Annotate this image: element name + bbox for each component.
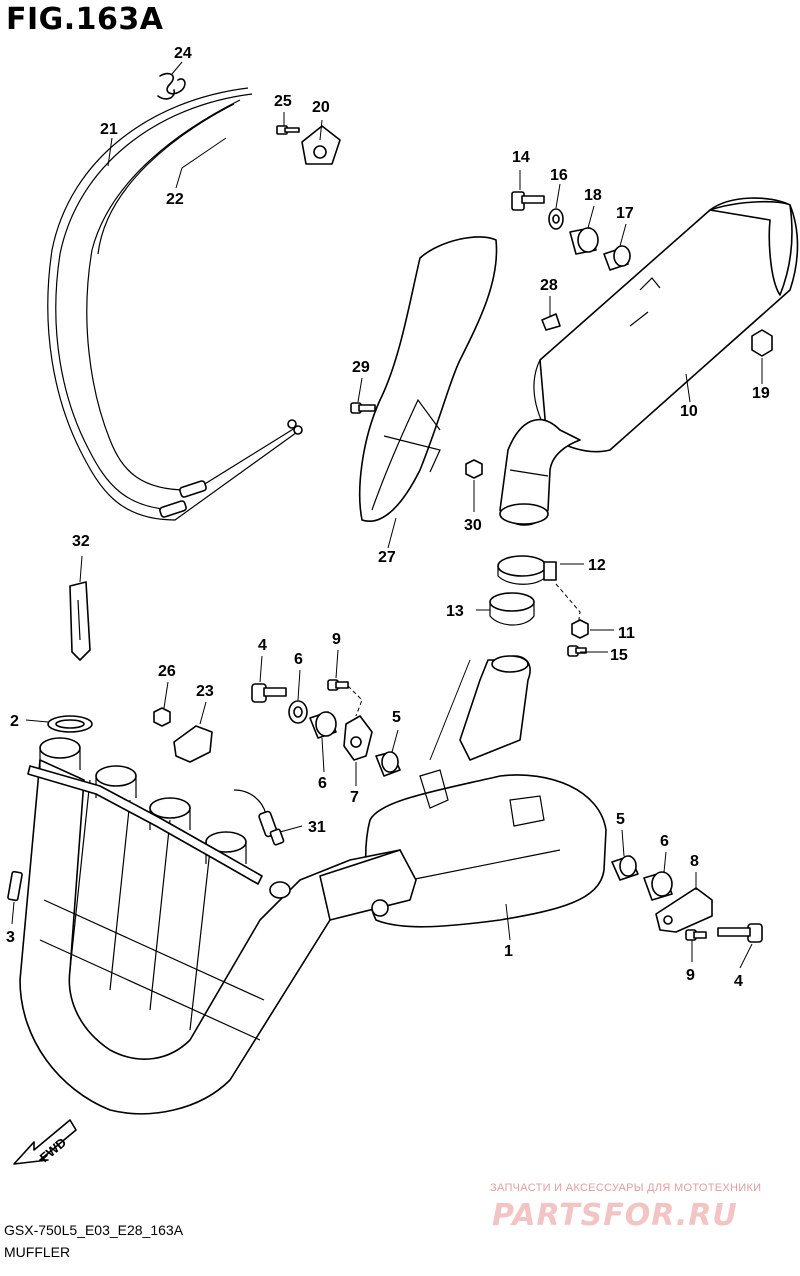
callout-6-mid: 6 bbox=[318, 775, 327, 792]
bolt-15 bbox=[567, 645, 587, 657]
callout-12: 12 bbox=[588, 557, 606, 574]
muffler-10 bbox=[533, 197, 799, 453]
collar-5-right bbox=[611, 855, 639, 881]
bolt-29 bbox=[350, 402, 376, 414]
callout-1: 1 bbox=[504, 943, 513, 960]
clamp-12 bbox=[497, 555, 557, 585]
callout-10: 10 bbox=[680, 403, 698, 420]
leader-lines bbox=[11, 61, 763, 969]
fwd-arrow-icon: FWD bbox=[13, 1119, 77, 1165]
bush-6-left bbox=[309, 711, 337, 739]
nut-19 bbox=[751, 329, 773, 357]
callout-5-left: 5 bbox=[392, 709, 401, 726]
callout-21: 21 bbox=[100, 121, 118, 138]
callout-16: 16 bbox=[550, 167, 568, 184]
gasket-13 bbox=[489, 592, 535, 626]
model-code: GSX-750L5_E03_E28_163A bbox=[4, 1222, 184, 1238]
collar-5-left bbox=[375, 751, 401, 777]
cable-21 bbox=[47, 87, 301, 521]
cable-22 bbox=[86, 99, 303, 518]
nut-11 bbox=[571, 619, 589, 639]
bolt-25 bbox=[276, 125, 300, 135]
callout-28: 28 bbox=[540, 277, 558, 294]
callout-5-right: 5 bbox=[616, 811, 625, 828]
oxygen-sensor-31 bbox=[233, 789, 285, 846]
figure-title: FIG.163A bbox=[6, 2, 164, 37]
callout-19: 19 bbox=[752, 385, 770, 402]
callout-13: 13 bbox=[446, 603, 464, 620]
bracket-20 bbox=[301, 125, 341, 165]
callout-23: 23 bbox=[196, 683, 214, 700]
callout-4-left: 4 bbox=[258, 637, 267, 654]
callout-32: 32 bbox=[72, 533, 90, 550]
nut-26 bbox=[153, 707, 171, 727]
exhaust-chamber-1 bbox=[364, 655, 607, 928]
callout-11: 11 bbox=[618, 625, 635, 642]
callout-2: 2 bbox=[10, 713, 19, 730]
exhaust-pipe-assembly bbox=[19, 737, 417, 1115]
stud-bolt-3 bbox=[7, 870, 23, 902]
bracket-32 bbox=[69, 581, 91, 661]
washer-6-left-top bbox=[288, 700, 308, 724]
callout-7: 7 bbox=[350, 789, 359, 806]
callout-9-top: 9 bbox=[332, 631, 341, 648]
bush-18 bbox=[569, 227, 599, 255]
callout-27: 27 bbox=[378, 549, 396, 566]
bolt-9-top bbox=[327, 679, 349, 691]
callout-4-right: 4 bbox=[734, 973, 743, 990]
bolt-14 bbox=[511, 191, 545, 211]
bracket-7 bbox=[343, 715, 373, 761]
callout-14: 14 bbox=[512, 149, 530, 166]
watermark-tagline: ЗАПЧАСТИ И АКСЕССУАРЫ ДЛЯ МОТОТЕХНИКИ bbox=[490, 1182, 762, 1194]
watermark-logo: PARTSFOR.RU bbox=[492, 1198, 738, 1233]
callout-15: 15 bbox=[610, 647, 628, 664]
bracket-23 bbox=[173, 725, 213, 763]
bolt-4-right bbox=[717, 923, 763, 943]
nut-30 bbox=[465, 459, 483, 479]
callout-9-right: 9 bbox=[686, 967, 695, 984]
callout-3: 3 bbox=[6, 929, 15, 946]
bolt-4-left bbox=[251, 683, 287, 703]
callout-30: 30 bbox=[464, 517, 482, 534]
section-name: MUFFLER bbox=[4, 1244, 71, 1260]
callout-29: 29 bbox=[352, 359, 370, 376]
callout-17: 17 bbox=[616, 205, 634, 222]
bracket-28 bbox=[541, 313, 561, 331]
bush-6-right bbox=[643, 871, 673, 901]
callout-18: 18 bbox=[584, 187, 602, 204]
gasket-2 bbox=[47, 715, 93, 733]
muffler-inlet-pipe bbox=[499, 418, 581, 526]
callout-22: 22 bbox=[166, 191, 184, 208]
callout-31: 31 bbox=[308, 819, 326, 836]
callout-25: 25 bbox=[274, 93, 292, 110]
callout-6-top: 6 bbox=[294, 651, 303, 668]
bolt-9-right bbox=[685, 929, 707, 941]
heat-shield-27 bbox=[358, 236, 498, 522]
callout-24: 24 bbox=[174, 45, 192, 62]
collar-17 bbox=[603, 245, 631, 271]
cable-clip-24 bbox=[157, 72, 186, 100]
callout-8: 8 bbox=[690, 853, 699, 870]
callout-6-right: 6 bbox=[660, 833, 669, 850]
callout-26: 26 bbox=[158, 663, 176, 680]
callout-labels: 24 21 22 25 20 14 16 18 17 28 29 19 10 3… bbox=[6, 45, 770, 990]
washer-16 bbox=[548, 208, 564, 230]
callout-20: 20 bbox=[312, 99, 330, 116]
